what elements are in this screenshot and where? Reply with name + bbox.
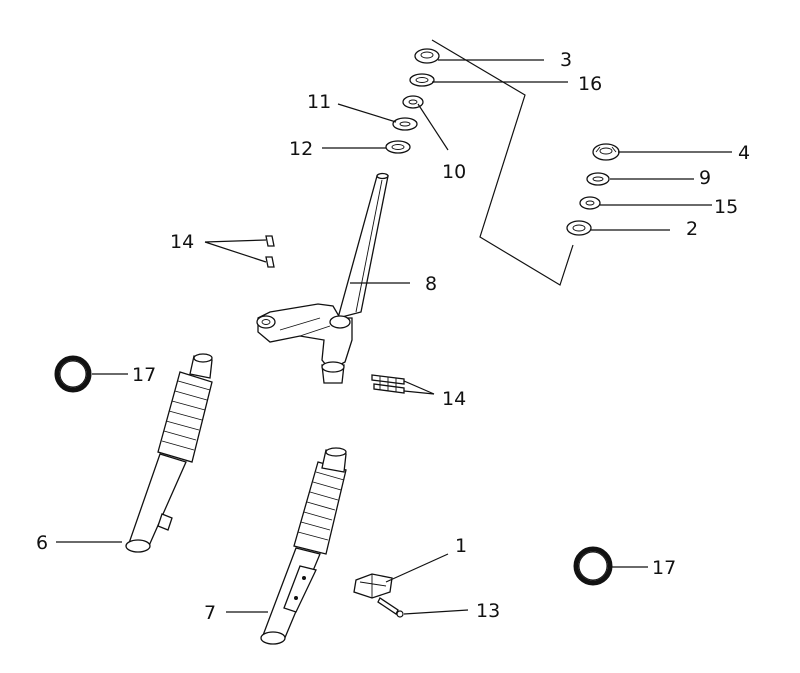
callout-14-upper: 14	[170, 231, 194, 253]
callout-4: 4	[738, 142, 750, 164]
part-17-oring-left	[54, 355, 92, 393]
callout-16: 16	[578, 73, 602, 95]
callout-15: 15	[714, 196, 738, 218]
part-12-ring	[385, 140, 411, 154]
part-7-fork-leg-right	[260, 447, 347, 645]
callout-2: 2	[686, 218, 698, 240]
part-14-clips-upper	[265, 235, 275, 268]
part-15-washer	[579, 196, 601, 210]
callout-6: 6	[36, 532, 48, 554]
part-11-race	[392, 117, 418, 131]
part-8-steering-stem	[256, 172, 389, 384]
assembly-bracket-line	[431, 39, 574, 286]
callout-3: 3	[560, 49, 572, 71]
callout-7: 7	[204, 602, 216, 624]
callout-1: 1	[455, 535, 467, 557]
callout-12: 12	[289, 138, 313, 160]
part-9-washer	[586, 172, 610, 186]
part-17-oring-right	[573, 546, 613, 586]
part-13-bolt	[377, 597, 404, 618]
fork-boot-right	[293, 461, 347, 555]
callout-8: 8	[425, 273, 437, 295]
callout-11: 11	[307, 91, 331, 113]
part-6-fork-leg-left	[125, 353, 213, 553]
callout-17-right: 17	[652, 557, 676, 579]
part-16-washer	[409, 73, 435, 87]
fork-boot-left	[157, 371, 213, 463]
callout-10: 10	[442, 161, 466, 183]
part-4-lock-nut	[592, 143, 620, 161]
callout-17-left: 17	[132, 364, 156, 386]
part-1-bracket	[353, 573, 393, 599]
callout-13: 13	[476, 600, 500, 622]
callout-14-lower: 14	[442, 388, 466, 410]
part-14-pins-lower	[371, 374, 405, 394]
callout-9: 9	[699, 167, 711, 189]
part-number-labels: 3 16 11 10 12 4 9 15 2 14 8 17 14 6 1 17…	[36, 49, 750, 624]
part-2-race	[566, 220, 592, 236]
leader-lines	[56, 59, 732, 615]
part-3-top-nut	[414, 48, 440, 64]
